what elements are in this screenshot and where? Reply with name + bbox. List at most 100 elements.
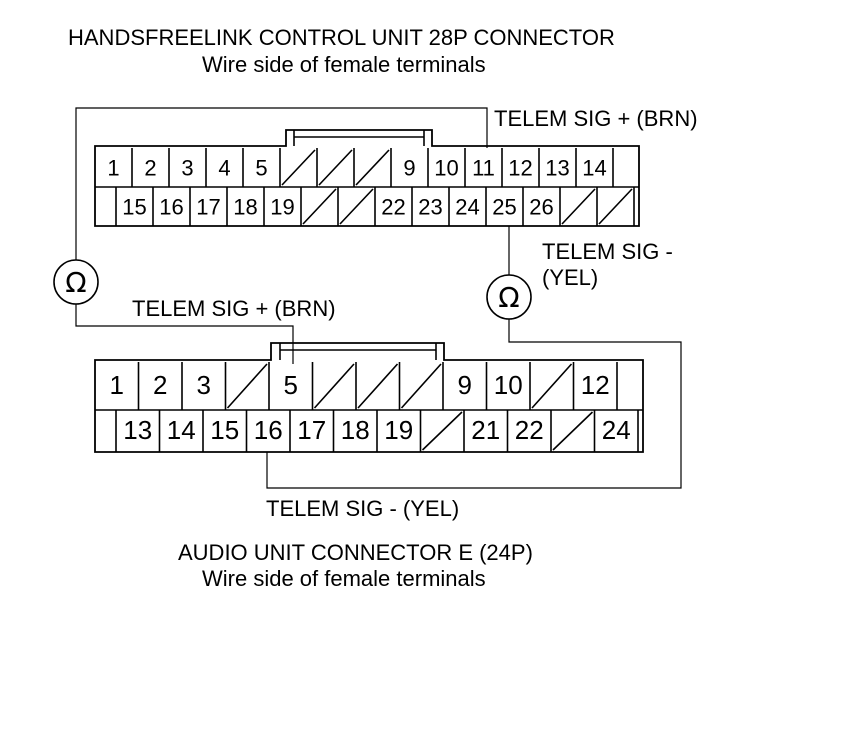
terminal-number: 9 (458, 370, 472, 400)
terminal-cell: 10 (494, 362, 531, 410)
brn-wire-top (75, 107, 488, 260)
terminal-number: 3 (197, 370, 211, 400)
terminal-number: 12 (581, 370, 610, 400)
terminal-cell: 23 (418, 187, 450, 226)
terminal-cell: 22 (381, 187, 413, 226)
terminal-number: 18 (341, 415, 370, 445)
terminal-number: 9 (403, 156, 415, 181)
terminal-number: 22 (515, 415, 544, 445)
terminal-cell: 13 (123, 410, 161, 452)
terminal-number: 18 (233, 195, 257, 220)
top-connector-title: HANDSFREELINK CONTROL UNIT 28P CONNECTOR (68, 25, 615, 50)
terminal-cell: 12 (508, 148, 540, 187)
terminal-number: 2 (153, 370, 167, 400)
ohmmeter-icon (53, 259, 99, 305)
unused-terminal (313, 362, 357, 410)
terminal-cell: 1 (107, 148, 133, 187)
terminal-cell: 14 (582, 148, 614, 187)
terminal-number: 16 (254, 415, 283, 445)
terminal-number: 5 (284, 370, 298, 400)
unused-terminal (552, 410, 596, 452)
terminal-number: 10 (434, 156, 458, 181)
terminal-number: 25 (492, 195, 516, 220)
terminal-number: 5 (255, 156, 267, 181)
top-sig-minus-color: (YEL) (542, 265, 598, 290)
yel-wire-bottom (266, 319, 682, 489)
terminal-cell: 18 (341, 410, 378, 452)
unused-terminal (357, 362, 401, 410)
unused-terminal (302, 187, 339, 226)
terminal-cell: 3 (197, 362, 227, 410)
terminal-number: 2 (144, 156, 156, 181)
terminal-number: 17 (196, 195, 220, 220)
top-connector-subtitle: Wire side of female terminals (202, 52, 486, 77)
terminal-cell: 15 (122, 187, 154, 226)
terminal-number: 14 (582, 156, 606, 181)
terminal-number: 4 (218, 156, 230, 181)
top-connector-housing (94, 129, 640, 227)
terminal-cell: 10 (434, 148, 466, 187)
terminal-number: 10 (494, 370, 523, 400)
right-ohmmeter: Ω (486, 274, 532, 320)
terminal-cell: 21 (471, 410, 509, 452)
unused-terminal (561, 187, 598, 226)
terminal-cell: 16 (254, 410, 291, 452)
terminal-number: 16 (159, 195, 183, 220)
unused-terminal (281, 148, 318, 187)
unused-terminal (531, 362, 575, 410)
terminal-number: 19 (384, 415, 413, 445)
terminal-cell: 24 (455, 187, 487, 226)
unused-terminal (598, 187, 635, 226)
terminal-cell: 19 (384, 410, 422, 452)
terminal-cell: 3 (181, 148, 207, 187)
left-ohmmeter: Ω (53, 259, 99, 305)
unused-terminal (226, 362, 270, 410)
unused-terminal (421, 410, 465, 452)
terminal-cell: 19 (270, 187, 302, 226)
terminal-number: 13 (545, 156, 569, 181)
bottom-sig-minus-label: TELEM SIG - (YEL) (266, 496, 459, 521)
terminal-cell: 4 (218, 148, 244, 187)
terminal-number: 13 (123, 415, 152, 445)
terminal-number: 24 (602, 415, 631, 445)
left-ohm-symbol: Ω (65, 266, 86, 299)
terminal-cell: 12 (581, 362, 618, 410)
terminal-number: 24 (455, 195, 479, 220)
terminal-number: 19 (270, 195, 294, 220)
terminal-cell: 11 (472, 148, 503, 187)
bottom-connector-subtitle: Wire side of female terminals (202, 566, 486, 591)
bottom-connector-housing (94, 342, 644, 453)
brn-wire-bottom (75, 304, 294, 364)
terminal-number: 11 (472, 156, 495, 181)
bottom-sig-plus-label: TELEM SIG + (BRN) (132, 296, 336, 321)
terminal-number: 26 (529, 195, 553, 220)
terminal-cell: 22 (515, 410, 552, 452)
terminal-number: 22 (381, 195, 405, 220)
terminal-cell: 9 (458, 362, 488, 410)
unused-terminal (400, 362, 444, 410)
terminal-cell: 25 (492, 187, 524, 226)
terminal-cell: 24 (602, 410, 639, 452)
terminal-number: 17 (297, 415, 326, 445)
terminal-cell: 18 (233, 187, 265, 226)
terminal-number: 1 (110, 370, 124, 400)
bottom-connector-title: AUDIO UNIT CONNECTOR E (24P) (178, 540, 533, 565)
terminal-cell: 16 (159, 187, 191, 226)
terminal-number: 15 (122, 195, 146, 220)
unused-terminal (355, 148, 392, 187)
terminal-cell: 9 (403, 148, 429, 187)
terminal-number: 21 (471, 415, 500, 445)
terminal-number: 12 (508, 156, 532, 181)
terminal-cell: 26 (529, 187, 561, 226)
right-ohm-symbol: Ω (498, 281, 519, 314)
terminal-number: 1 (107, 156, 119, 181)
terminal-cell: 14 (167, 410, 204, 452)
top-sig-plus-label: TELEM SIG + (BRN) (494, 106, 698, 131)
terminal-cell: 5 (284, 362, 314, 410)
terminal-cell: 2 (153, 362, 183, 410)
